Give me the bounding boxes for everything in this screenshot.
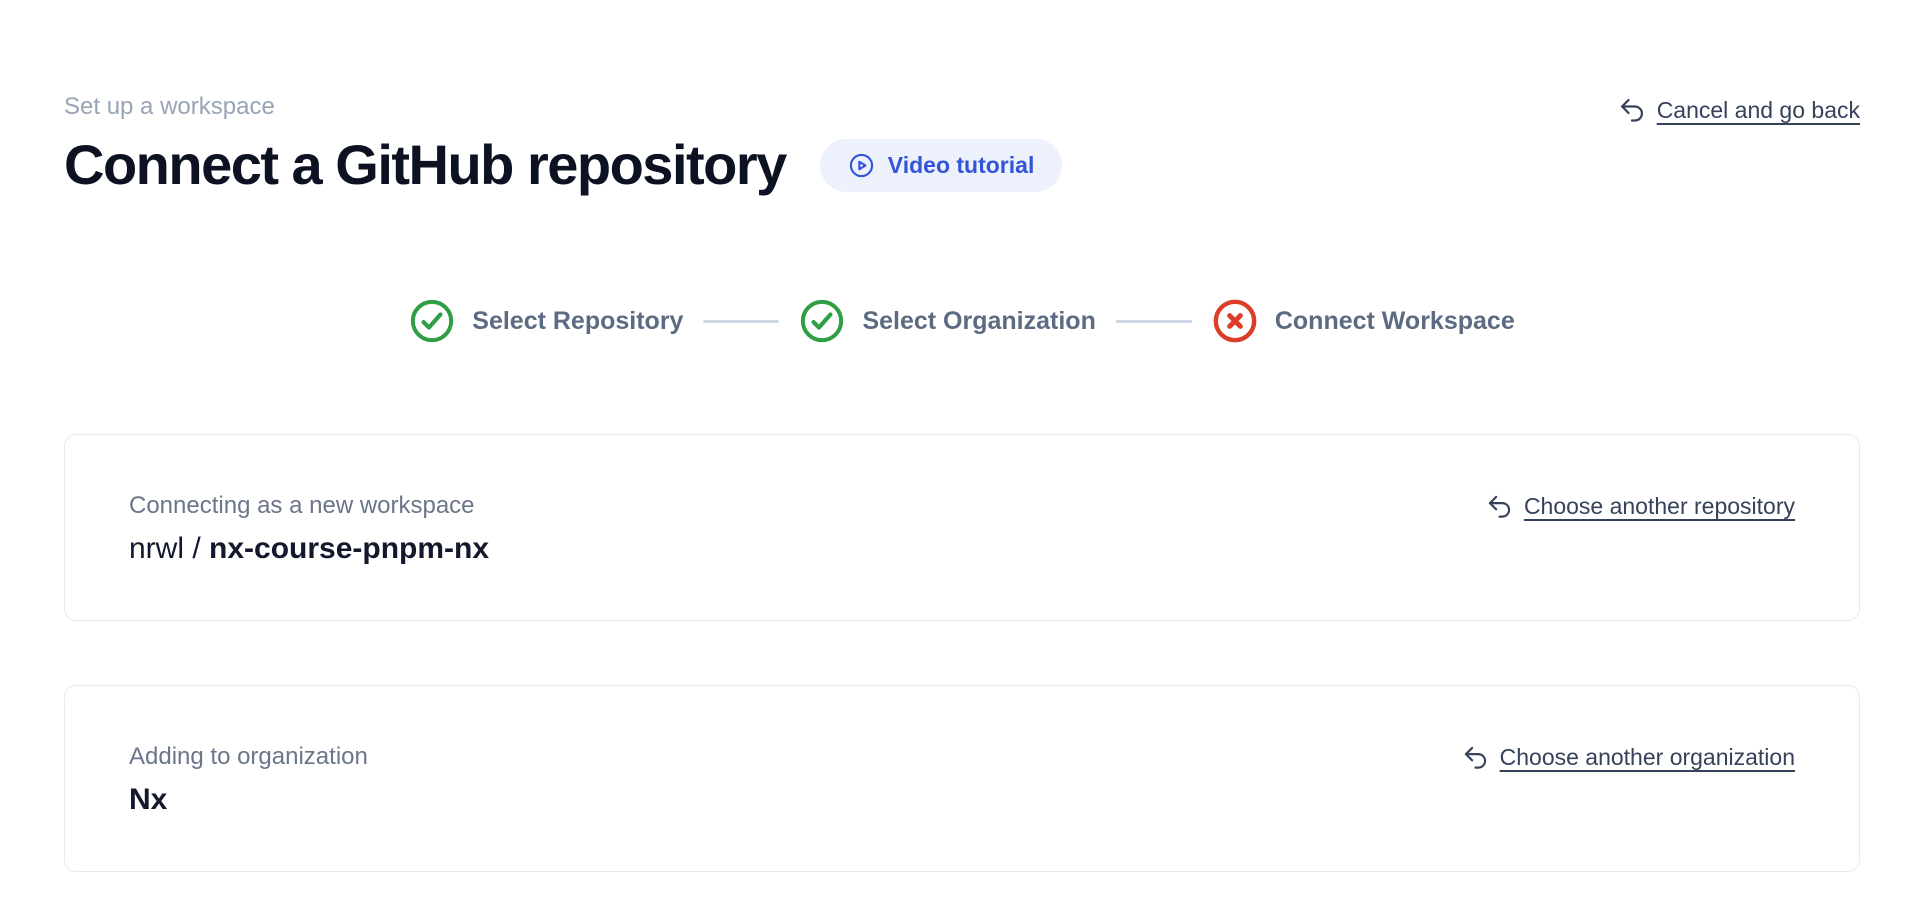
card-label: Adding to organization	[129, 743, 368, 770]
video-tutorial-label: Video tutorial	[887, 151, 1035, 178]
step-label: Select Organization	[862, 306, 1096, 335]
choose-another-organization-link[interactable]: Choose another organization	[1462, 744, 1795, 771]
repository-name: nx-course-pnpm-nx	[209, 532, 490, 565]
step-select-repository: Select Repository	[409, 298, 683, 344]
repository-owner: nrwl /	[129, 532, 210, 565]
cancel-and-go-back-label: Cancel and go back	[1656, 96, 1860, 123]
check-circle-icon	[411, 299, 454, 343]
repository-full-name: nrwl / nx-course-pnpm-nx	[129, 530, 489, 568]
undo-icon	[1486, 493, 1513, 520]
stepper-connector	[703, 319, 780, 323]
stepper-connector	[1115, 319, 1192, 323]
repository-card-info: Connecting as a new workspace nrwl / nx-…	[129, 491, 489, 568]
choose-another-organization-label: Choose another organization	[1499, 744, 1795, 770]
step-label: Connect Workspace	[1274, 306, 1515, 335]
repository-card: Connecting as a new workspace nrwl / nx-…	[64, 434, 1860, 621]
header-left: Set up a workspace Connect a GitHub repo…	[64, 92, 1063, 198]
check-circle-icon	[801, 299, 844, 343]
organization-card: Adding to organization Nx Choose another…	[64, 685, 1860, 872]
page-title: Connect a GitHub repository	[64, 133, 787, 196]
cancel-and-go-back-link[interactable]: Cancel and go back	[1618, 96, 1860, 124]
step-connect-workspace: Connect Workspace	[1212, 298, 1515, 344]
step-label: Select Repository	[472, 306, 684, 335]
organization-card-info: Adding to organization Nx	[129, 742, 368, 819]
title-row: Connect a GitHub repository Video tutori…	[64, 132, 1063, 198]
setup-stepper: Select Repository Select Organization Co…	[64, 298, 1860, 344]
choose-another-repository-label: Choose another repository	[1523, 493, 1795, 519]
choose-another-repository-link[interactable]: Choose another repository	[1486, 493, 1795, 520]
setup-eyebrow: Set up a workspace	[64, 93, 275, 120]
step-select-organization: Select Organization	[799, 298, 1096, 344]
page-header: Set up a workspace Connect a GitHub repo…	[64, 0, 1860, 198]
organization-name: Nx	[129, 783, 168, 816]
video-tutorial-button[interactable]: Video tutorial	[819, 138, 1063, 192]
undo-icon	[1618, 96, 1646, 124]
card-label: Connecting as a new workspace	[129, 492, 475, 519]
play-circle-icon	[848, 152, 875, 179]
x-circle-icon	[1213, 299, 1257, 343]
page-container: Set up a workspace Connect a GitHub repo…	[64, 0, 1860, 872]
undo-icon	[1462, 744, 1489, 771]
